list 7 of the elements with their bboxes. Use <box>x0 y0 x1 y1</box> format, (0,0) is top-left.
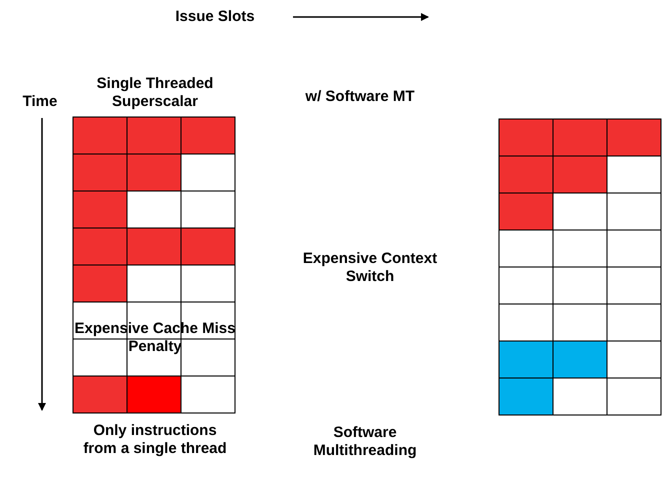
axis-label: Issue Slots <box>174 8 256 26</box>
column-heading: w/ Software MT <box>304 88 416 106</box>
annotation-text: Expensive Context Switch <box>302 250 438 286</box>
caption-text: Software Multithreading <box>312 424 418 460</box>
axis-label: Time <box>22 93 58 111</box>
caption-text: Only instructions from a single thread <box>82 422 228 458</box>
column-heading: Single Threaded Superscalar <box>96 75 214 111</box>
